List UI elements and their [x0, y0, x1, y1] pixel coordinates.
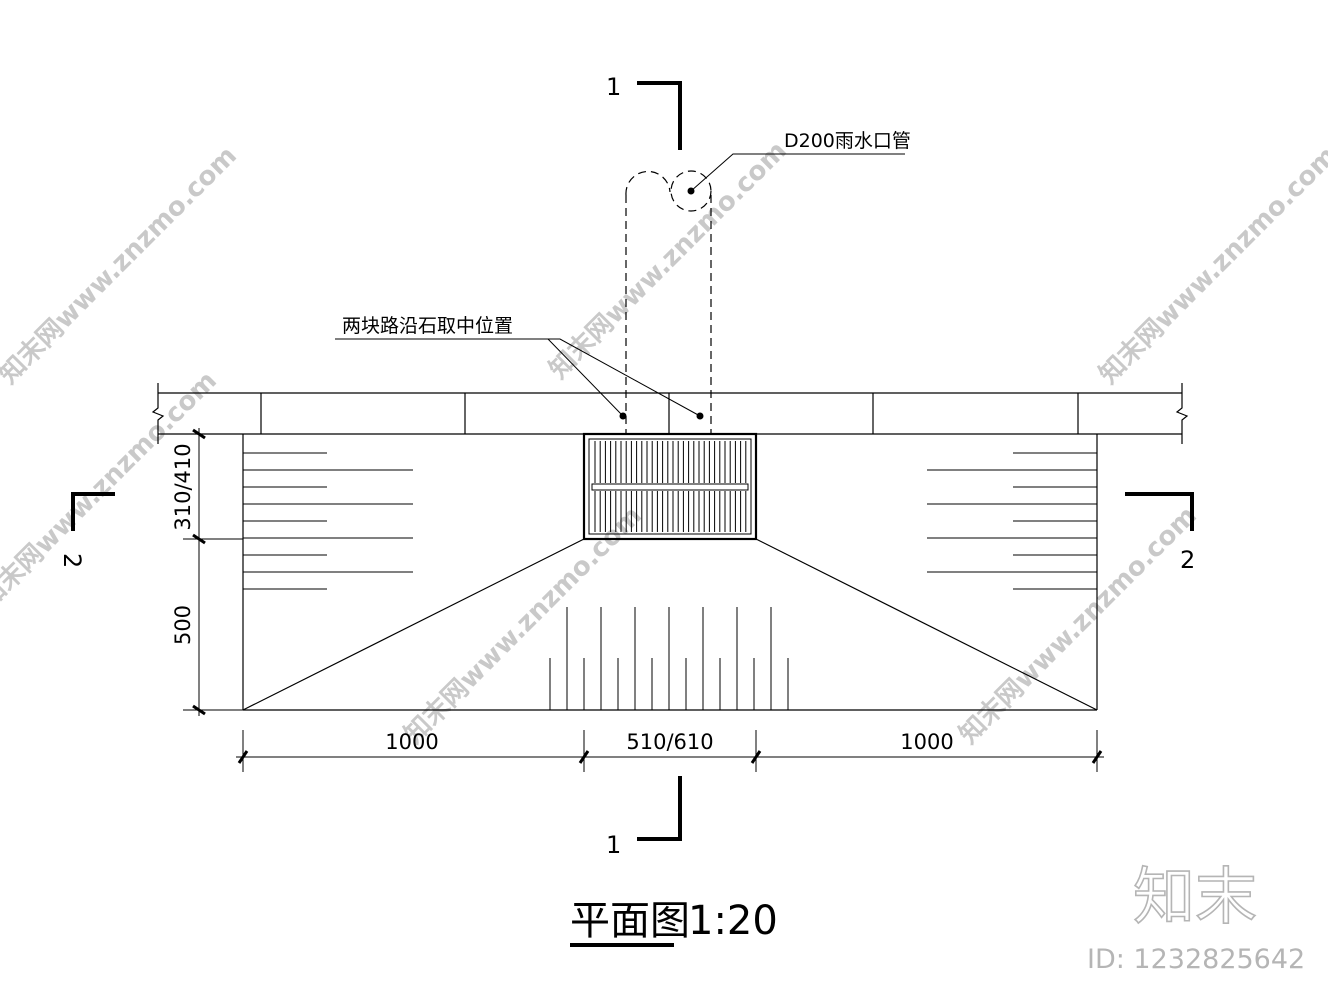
section-label-top: 1	[606, 73, 621, 101]
break-mark-right	[1175, 383, 1189, 444]
watermark-text: 知末网www.znzmo.com	[544, 136, 793, 385]
dimension-bottom	[236, 730, 1104, 772]
dim-label-left-upper: 310/410	[171, 443, 195, 530]
grate-bars	[594, 441, 747, 532]
slope-hatch-right	[927, 452, 1097, 590]
section-label-left: 2	[58, 553, 86, 568]
brand-logo: 知末	[1133, 860, 1257, 933]
dim-label-bottom-right: 1000	[900, 730, 953, 754]
pipe-label: D200雨水口管	[784, 130, 911, 152]
slope-hatch-left	[243, 452, 413, 590]
dimension-left	[183, 428, 243, 716]
dim-label-bottom-middle: 510/610	[626, 730, 713, 754]
break-mark-left	[151, 383, 165, 444]
section-label-right: 2	[1180, 546, 1195, 574]
drawing-scale: 1:20	[688, 898, 778, 944]
watermark-text: 知末网www.znzmo.com	[1094, 141, 1328, 390]
leader-dot	[619, 412, 627, 420]
watermark-text: 知末网www.znzmo.com	[0, 141, 243, 390]
drawing-title: 平面图	[570, 898, 690, 944]
dim-label-left-lower: 500	[171, 605, 195, 645]
inlet-apron	[242, 434, 1098, 711]
curb-position-label: 两块路沿石取中位置	[342, 315, 513, 337]
rain-pipe	[625, 170, 712, 434]
leader-lines	[335, 153, 905, 417]
inlet-grate	[582, 432, 758, 541]
section-label-bottom: 1	[606, 831, 621, 859]
slope-hatch-bottom	[549, 607, 789, 710]
leader-dot	[696, 412, 704, 420]
section-mark-left	[71, 492, 115, 531]
section-mark-bottom	[637, 776, 682, 841]
image-id: ID: 1232825642	[1087, 944, 1305, 975]
section-mark-right	[1125, 492, 1194, 531]
section-mark-top	[637, 81, 682, 150]
dim-label-bottom-left: 1000	[385, 730, 438, 754]
